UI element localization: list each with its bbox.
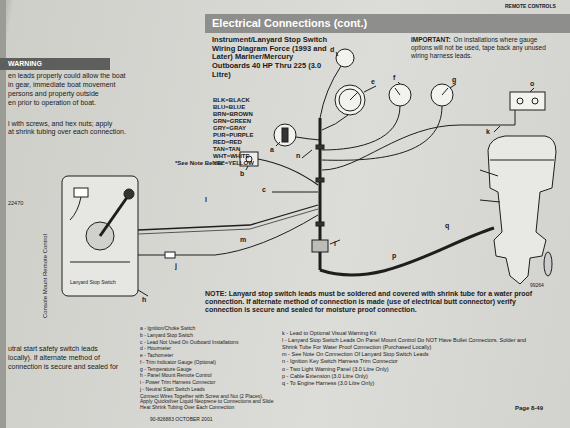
callout-letter: n <box>296 152 300 160</box>
section-header-band: Electrical Connections (cont.) <box>205 14 570 33</box>
callout-letter: k <box>486 128 490 136</box>
callout-letter: o <box>530 80 534 88</box>
callout-letter: m <box>240 236 246 244</box>
important-note-box: IMPORTANT:On installations where gauge o… <box>408 34 558 61</box>
body-text-fragment: in gear, immediate boat movement <box>8 81 115 89</box>
node-heading: IMPORTANT: <box>411 36 451 43</box>
body-text-fragment: locally). If alternate method of <box>8 354 100 362</box>
legend-item: q - To Engine Harness (3.0 Litre Only) <box>282 380 540 386</box>
node-heading: Electrical Connections (cont.) <box>212 17 367 29</box>
callout-letter: q <box>445 222 449 230</box>
color-code: PUR=PURPLE <box>213 132 254 139</box>
legend-item: m - See Note On Connection Of Lanyard St… <box>282 351 540 357</box>
callout-letter: h <box>142 296 146 304</box>
remote-control-body <box>62 176 138 296</box>
color-code: BLK=BLACK <box>213 97 250 104</box>
callout-letter: c <box>262 186 266 194</box>
color-code: BRN=BROWN <box>213 111 253 118</box>
warning-band: WARNING <box>0 58 110 70</box>
control-label: Console Mount Remote Control <box>42 234 49 318</box>
legend-item: Connect Wires Together with Screw and Nu… <box>140 394 275 411</box>
legend-item: o - Two Light Warning Panel (3.0 Litre O… <box>282 366 540 372</box>
body-text-fragment: connection is secure and sealed for <box>8 363 118 371</box>
body-text-fragment: en leads properly could allow the boat <box>8 72 126 80</box>
legend-item: a - Ignition/Choke Switch <box>140 326 275 332</box>
color-code: WHT=WHITE <box>213 153 250 160</box>
legend-item: c - Lead Not Used On Outboard Installati… <box>140 340 275 346</box>
callout-letter: l <box>205 196 207 204</box>
legend-item: k - Lead to Optional Visual Warning Kit <box>282 330 540 336</box>
callout-letter: g <box>452 76 456 84</box>
callout-letter: j <box>175 262 177 270</box>
note-text: NOTE: Lanyard stop switch leads must be … <box>205 290 540 314</box>
color-code: BLU=BLUE <box>213 104 245 111</box>
legend-item: h - Panel Mount Remote Control <box>140 373 275 379</box>
color-code: TAN=TAN <box>213 146 240 153</box>
legend-item: i - Power Trim Harness Connector <box>140 380 275 386</box>
legend-list-left: a - Ignition/Choke Switchb - Lanyard Sto… <box>140 326 275 412</box>
legend-item: b - Lanyard Stop Switch <box>140 333 275 339</box>
outboard-engine <box>488 136 556 284</box>
color-code: GRY=GRAY <box>213 125 246 132</box>
legend-item: g - Temperature Gauge <box>140 367 275 373</box>
callout-letter: e <box>371 78 375 86</box>
body-text-fragment: en prior to operation of boat. <box>8 99 96 107</box>
legend-list-right: k - Lead to Optional Visual Warning Kitl… <box>282 330 540 388</box>
legend-item: d - Hourmeter <box>140 346 275 352</box>
document-date: 90-826883 OCTOBER 2001 <box>150 417 212 423</box>
callout-letter: a <box>270 146 274 154</box>
page-number: Page 8-49 <box>515 405 543 412</box>
legend-item: f - Trim Indicator Gauge (Optional) <box>140 360 275 366</box>
callout-letter: d <box>330 46 334 54</box>
figure-number: 22470 <box>8 200 23 206</box>
body-text-fragment: l with screws, and hex nuts; apply <box>8 120 112 128</box>
legend-item: l - Lanyard Stop Switch Leads On Panel M… <box>282 337 540 350</box>
body-text-fragment: at shrink tubing over each connection. <box>8 128 126 136</box>
node-heading: WARNING <box>8 60 42 67</box>
body-text-fragment: persons and property outside <box>8 90 99 98</box>
see-note-label: *See Note Below* <box>175 160 225 167</box>
part-label: Lanyard Stop Switch <box>70 280 116 286</box>
callout-letter: b <box>240 170 244 178</box>
legend-item: n - Ignition Key Switch Harness Trim Con… <box>282 358 540 364</box>
figure-number: 99264 <box>530 283 544 289</box>
body-text-fragment: utral start safety switch leads <box>8 345 98 353</box>
legend-item: p - Cable Extension (3.0 Litre Only) <box>282 373 540 379</box>
color-code: RED=RED <box>213 139 242 146</box>
callout-letter: p <box>392 252 396 260</box>
callout-letter: i <box>334 240 336 248</box>
section-tag: REMOTE CONTROLS <box>505 4 556 10</box>
legend-item: j - Neutral Start Switch Leads <box>140 387 275 393</box>
legend-item: e - Tachometer <box>140 353 275 359</box>
color-code: GRN=GREEN <box>213 118 251 125</box>
callout-letter: f <box>393 74 395 82</box>
diagram-title: Instrument/Lanyard Stop Switch Wiring Di… <box>212 36 330 79</box>
